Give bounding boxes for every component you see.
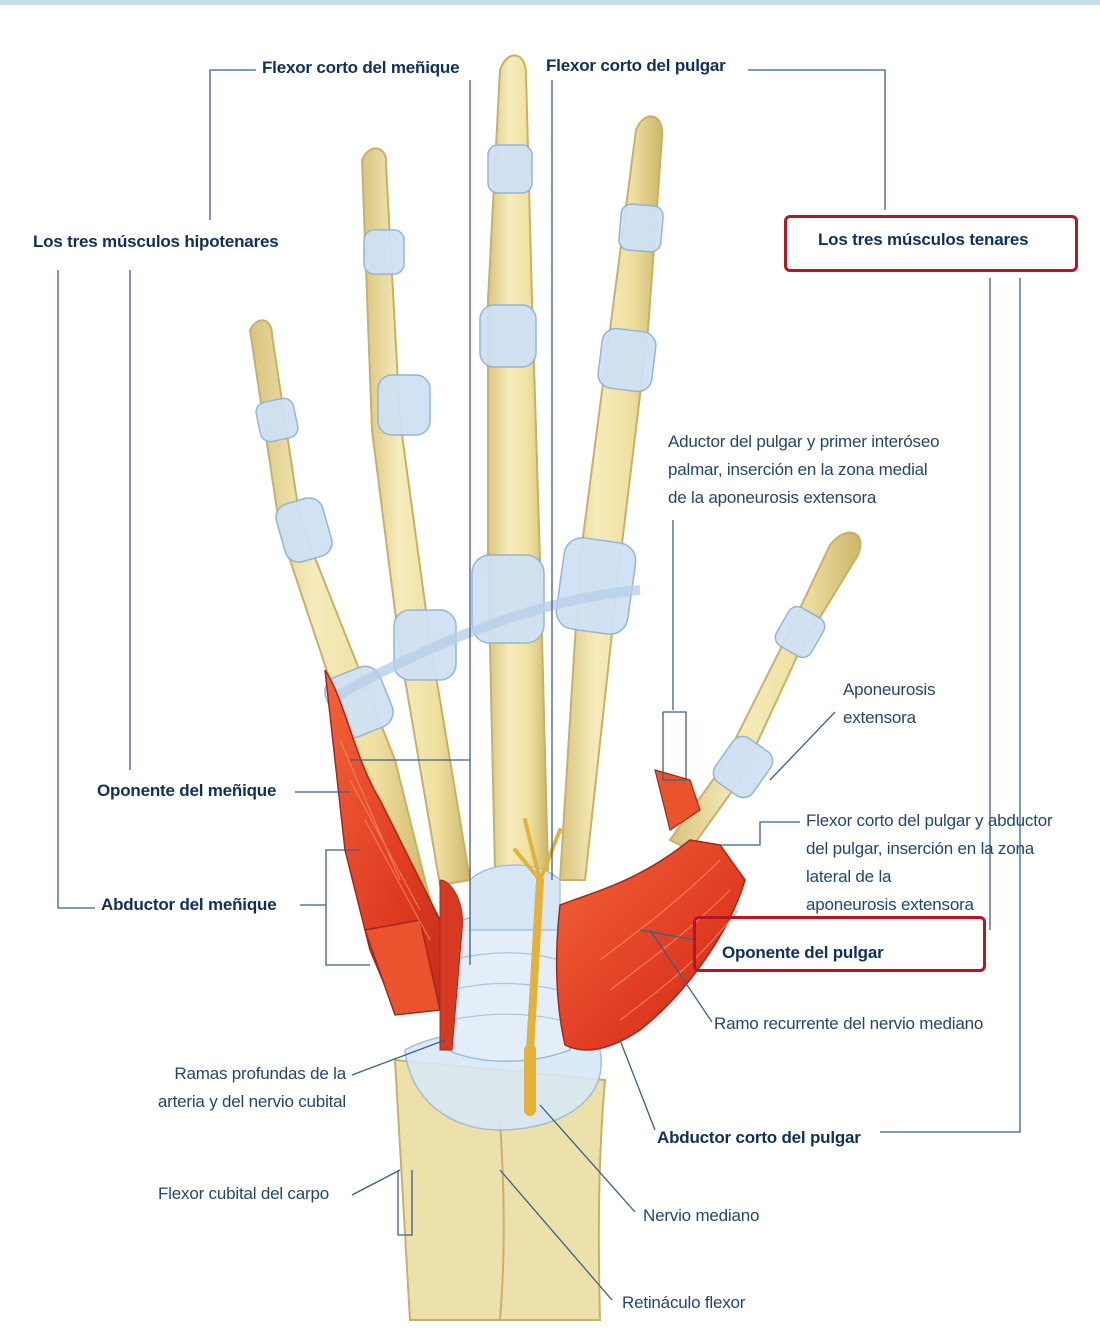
hypothenar-muscles [324, 669, 463, 1051]
label-abductor-menique: Abductor del meñique [101, 895, 277, 914]
label-oponente-pulgar: Oponente del pulgar [722, 943, 884, 962]
label-aponeurosis-extensora: Aponeurosis extensora [843, 676, 936, 732]
label-aductor-line2: palmar, inserción en la zona medial [668, 460, 928, 479]
label-abductor-corto-pulgar: Abductor corto del pulgar [657, 1128, 861, 1147]
label-flexor-cubital-carpo: Flexor cubital del carpo [158, 1184, 329, 1203]
oponente-pulgar-highlight-box [693, 916, 986, 972]
label-flexor-abductor-line1: Flexor corto del pulgar y abductor [806, 811, 1053, 830]
label-ramas-line2: arteria y del nervio cubital [157, 1092, 346, 1111]
flexor-retinaculum [444, 864, 571, 1062]
forearm-bones [393, 1030, 607, 1321]
label-flexor-abductor-pulgar: Flexor corto del pulgar y abductor del p… [806, 807, 1053, 919]
tenares-highlight-box [784, 215, 1078, 272]
label-ramas-profundas: Ramas profundas de la arteria y del nerv… [140, 1060, 346, 1116]
label-aductor-pulgar: Aductor del pulgar y primer interóseo pa… [668, 428, 940, 512]
tendon-sheaths [255, 144, 826, 799]
label-aponeurosis-line2: extensora [843, 708, 916, 727]
label-flexor-abductor-line2: del pulgar, inserción en la zona [806, 839, 1034, 858]
label-flexor-abductor-line3: lateral de la [806, 867, 892, 886]
label-ramo-recurrente: Ramo recurrente del nervio mediano [714, 1014, 984, 1033]
label-aductor-line3: de la aponeurosis extensora [668, 488, 877, 507]
top-rule [0, 0, 1100, 5]
label-hipotenares: Los tres músculos hipotenares [33, 232, 279, 251]
label-flexor-corto-pulgar: Flexor corto del pulgar [546, 56, 726, 75]
label-flexor-abductor-line4: aponeurosis extensora [806, 895, 974, 914]
leader-lines [57, 69, 1021, 1301]
label-aductor-line1: Aductor del pulgar y primer interóseo [668, 432, 940, 451]
label-ramas-line1: Ramas profundas de la [174, 1064, 346, 1083]
label-nervio-mediano: Nervio mediano [643, 1206, 760, 1225]
label-tenares: Los tres músculos tenares [818, 230, 1029, 249]
label-aponeurosis-line1: Aponeurosis [843, 680, 936, 699]
label-retinaculo-flexor: Retináculo flexor [622, 1293, 746, 1312]
transverse-ligament [327, 585, 641, 705]
label-oponente-menique: Oponente del meñique [97, 781, 277, 800]
finger-bones [248, 54, 862, 907]
thenar-muscles [555, 769, 746, 1051]
label-flexor-corto-menique: Flexor corto del meñique [262, 58, 460, 77]
